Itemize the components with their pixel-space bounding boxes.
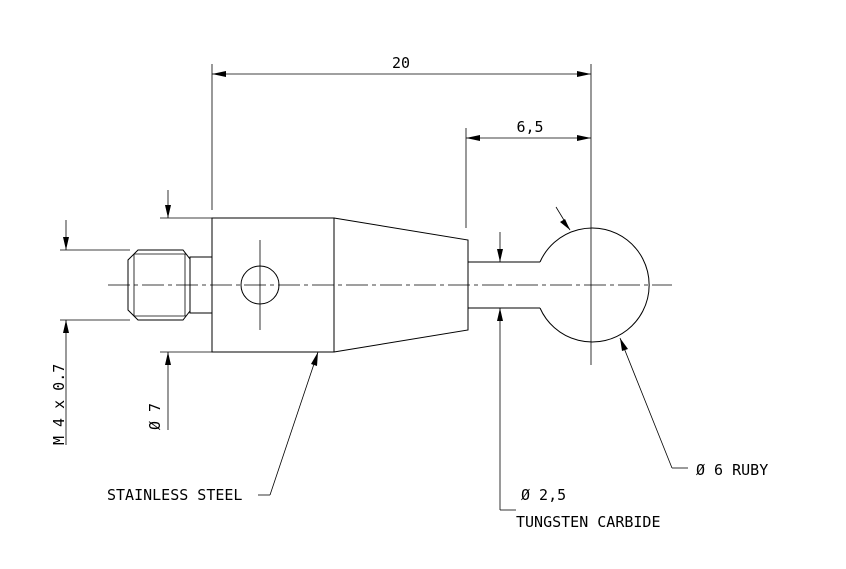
carbide-stem xyxy=(468,261,540,309)
dimension-stem-diameter xyxy=(497,232,516,511)
dimension-ball-offset: 6,5 xyxy=(465,118,591,228)
dimension-6-5-label: 6,5 xyxy=(516,118,543,136)
ruby-ball xyxy=(539,227,650,343)
dimension-body-diameter: Ø 7 xyxy=(146,190,212,430)
thread-label: M 4 x 0.7 xyxy=(50,364,68,445)
ruby-label: Ø 6 RUBY xyxy=(696,461,768,479)
steel-leader xyxy=(258,351,319,496)
stainless-steel-label: STAINLESS STEEL xyxy=(107,486,242,504)
tungsten-carbide-label: TUNGSTEN CARBIDE xyxy=(516,513,661,531)
dimension-overall-length: 20 xyxy=(211,54,592,365)
dimension-20-label: 20 xyxy=(392,54,410,72)
dimension-thread: M 4 x 0.7 xyxy=(50,220,130,445)
stem-diameter-label: Ø 2,5 xyxy=(521,486,566,504)
body-diameter-label: Ø 7 xyxy=(146,403,164,430)
ruby-leaders xyxy=(555,206,688,469)
